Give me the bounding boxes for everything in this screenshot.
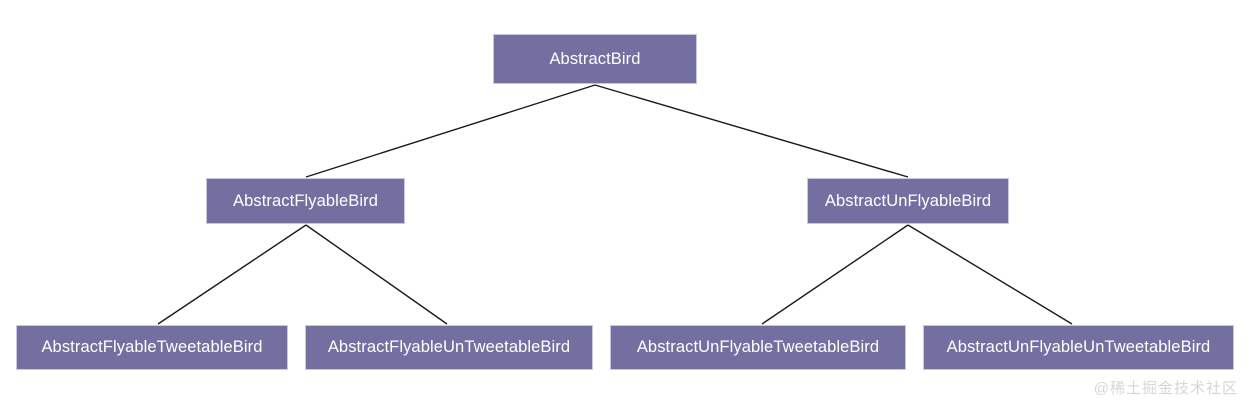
class-node-label: AbstractUnFlyableBird: [824, 191, 992, 210]
class-node-abstract-unflyable-tweetable-bird[interactable]: AbstractUnFlyableTweetableBird: [610, 325, 906, 370]
class-node-abstract-flyable-tweetable-bird[interactable]: AbstractFlyableTweetableBird: [16, 325, 288, 370]
watermark: @稀土掘金技术社区: [1093, 380, 1238, 397]
edge-flyable-to-flyable-tweetable: [157, 224, 307, 325]
edge-flyable-to-flyable-untweetable: [305, 224, 448, 325]
class-node-abstract-flyable-untweetable-bird[interactable]: AbstractFlyableUnTweetableBird: [305, 325, 593, 370]
class-node-label: AbstractUnFlyableUnTweetableBird: [946, 338, 1211, 357]
edge-root-to-unflyable: [594, 84, 909, 178]
class-node-label: AbstractBird: [549, 49, 641, 68]
edge-unflyable-to-unflyable-tweetable: [761, 224, 909, 325]
class-node-label: AbstractUnFlyableTweetableBird: [636, 338, 880, 357]
edge-root-to-flyable: [305, 84, 596, 178]
class-node-abstract-flyable-bird[interactable]: AbstractFlyableBird: [206, 178, 405, 224]
edge-unflyable-to-unflyable-untweetable: [907, 224, 1073, 325]
class-node-label: AbstractFlyableBird: [233, 191, 378, 210]
class-node-label: AbstractFlyableTweetableBird: [41, 338, 263, 357]
class-node-label: AbstractFlyableUnTweetableBird: [327, 338, 571, 357]
class-node-abstract-unflyable-bird[interactable]: AbstractUnFlyableBird: [807, 178, 1009, 224]
class-node-abstract-bird[interactable]: AbstractBird: [493, 34, 697, 84]
class-node-abstract-unflyable-untweetable-bird[interactable]: AbstractUnFlyableUnTweetableBird: [923, 325, 1234, 370]
